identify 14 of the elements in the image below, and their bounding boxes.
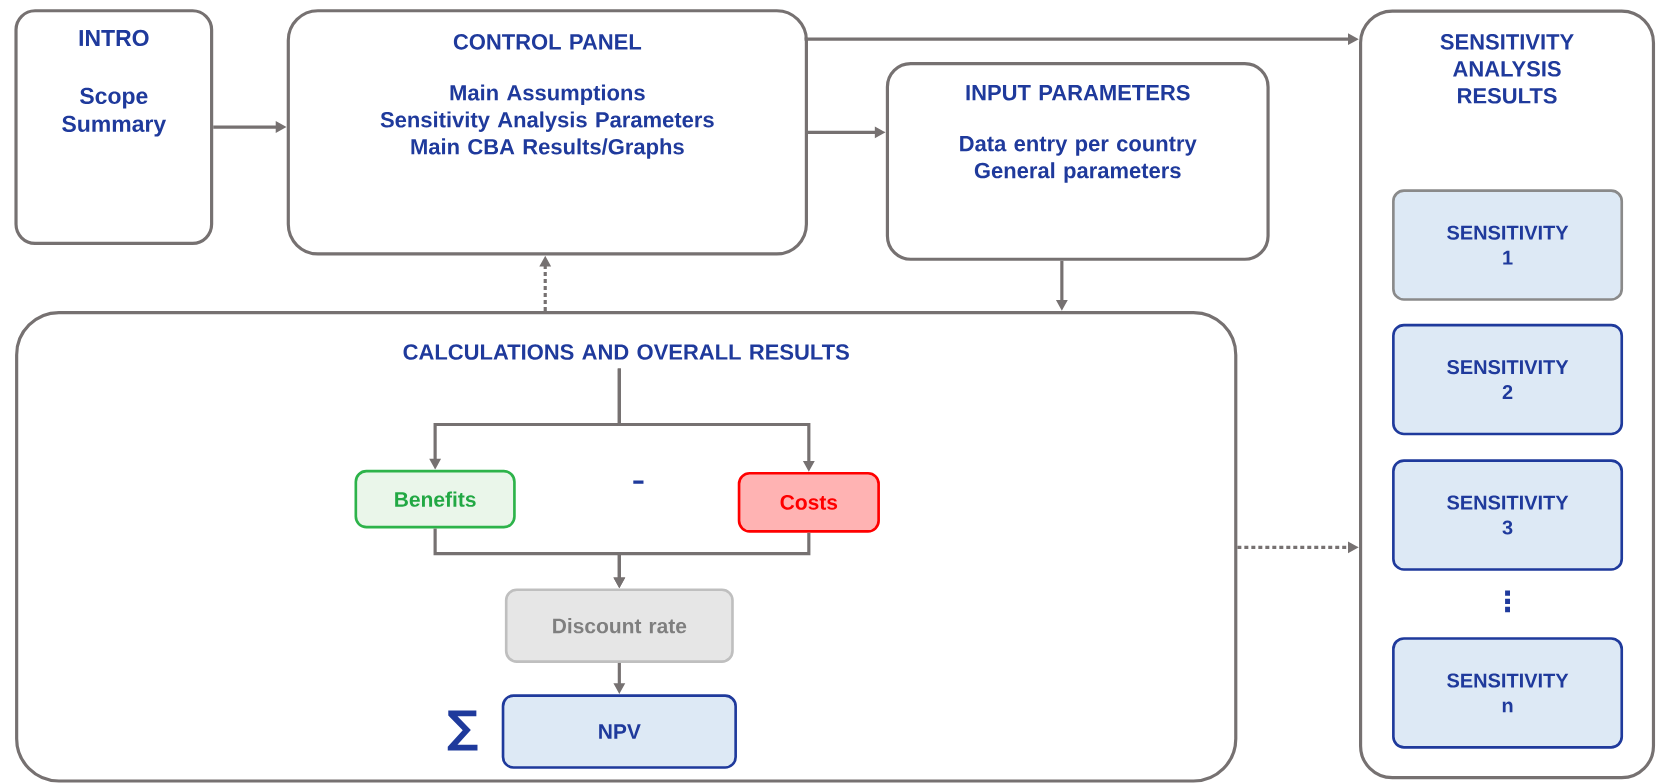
- discount-box: Discount rate: [504, 588, 734, 663]
- result-box: SENSITIVITY 1: [1392, 189, 1624, 301]
- result-box: SENSITIVITY 2: [1392, 323, 1624, 436]
- result-box: SENSITIVITY 3: [1392, 459, 1624, 571]
- process-box: INPUT PARAMETERS Data entry per country General parameters: [885, 61, 1270, 261]
- benefits-box: Benefits: [354, 469, 516, 529]
- sum-symbol: ∑: [447, 710, 478, 751]
- ellipsis-mark: ⋮: [1505, 590, 1510, 612]
- result-box: SENSITIVITY n: [1392, 636, 1624, 749]
- process-box: CONTROL PANEL Main Assumptions Sensitivity Analysis Parameters Main CBA Results/Graphs: [286, 8, 808, 256]
- minus-sign: –: [633, 480, 644, 484]
- npv-box: NPV: [501, 694, 737, 769]
- process-box: INTRO Scope Summary: [14, 8, 214, 245]
- costs-box: Costs: [737, 471, 880, 533]
